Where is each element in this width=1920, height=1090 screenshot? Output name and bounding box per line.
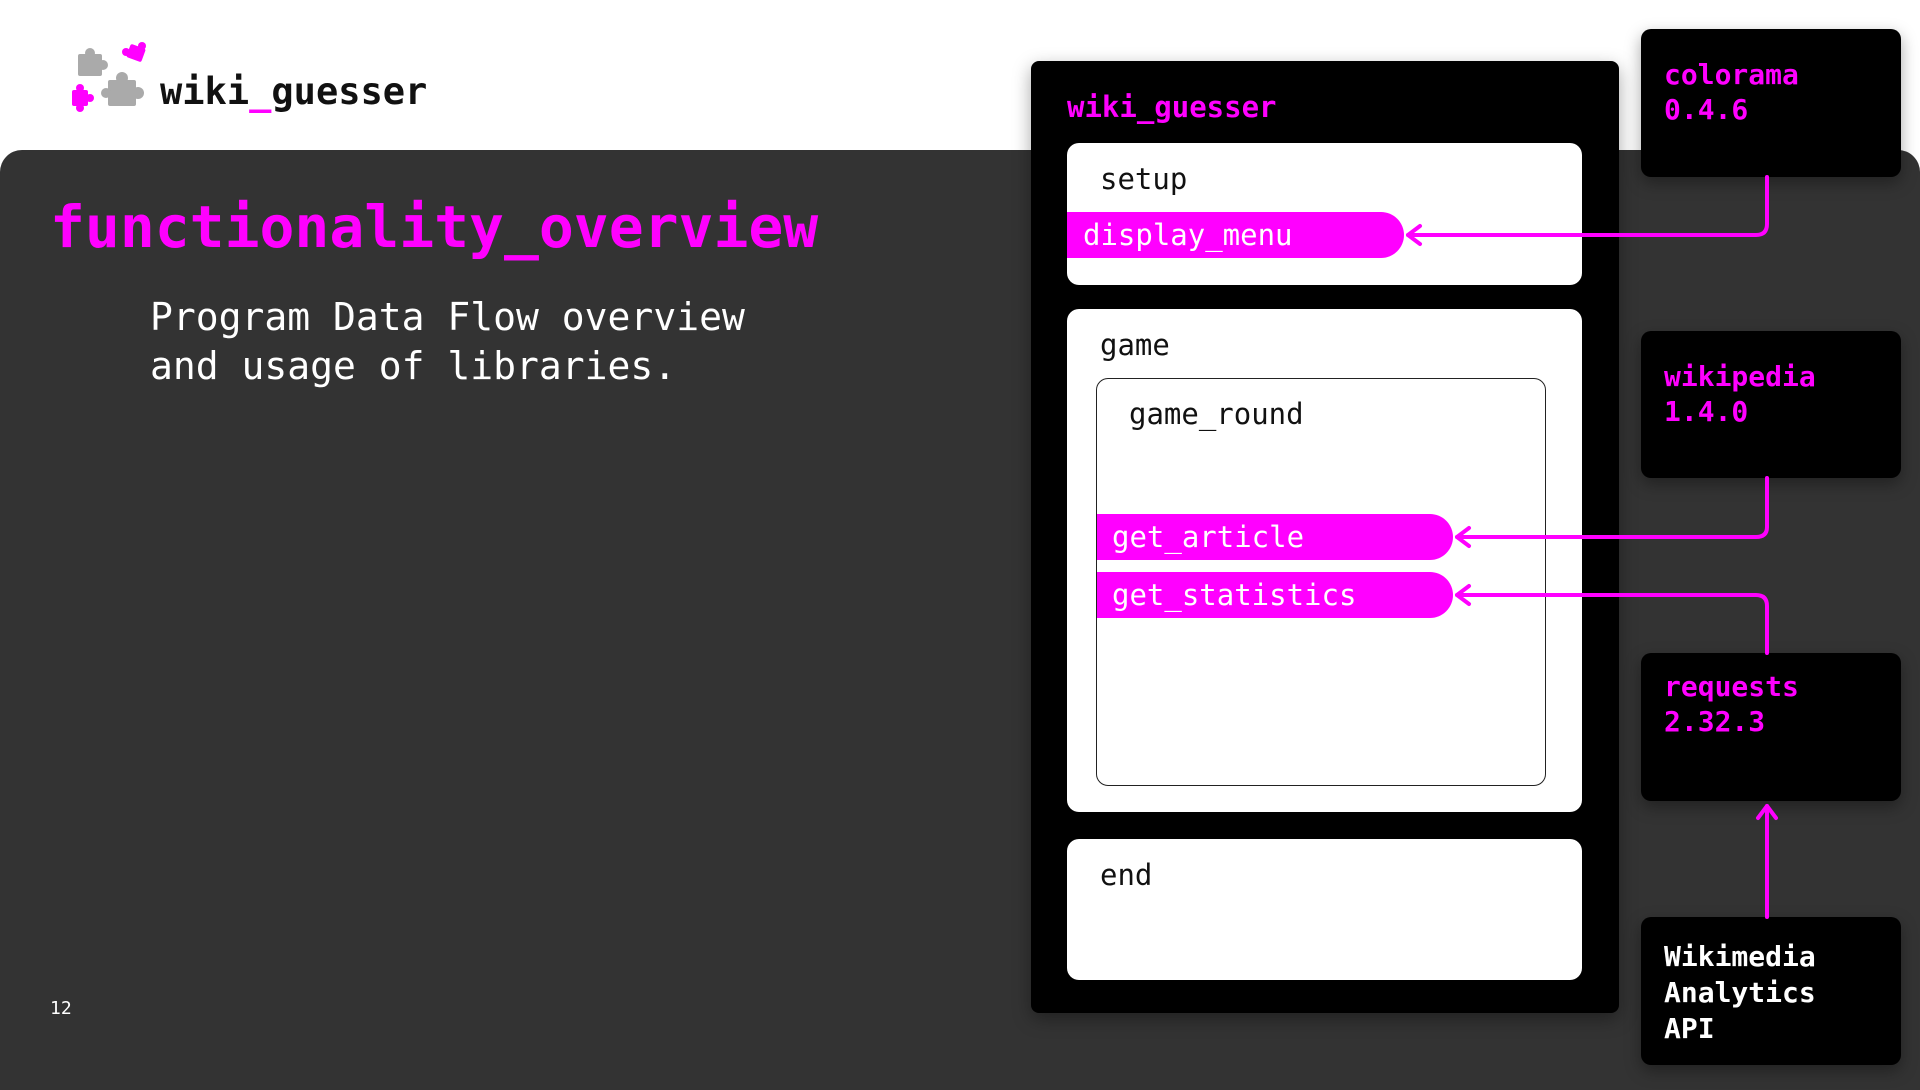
arrow-wikipedia-to-get-article	[1455, 476, 1769, 539]
slide-subtitle: Program Data Flow overview and usage of …	[150, 295, 745, 388]
display-menu-function: display_menu	[1067, 212, 1404, 258]
library-version: 2.32.3	[1664, 705, 1766, 738]
arrow-colorama-to-display-menu	[1406, 175, 1769, 237]
library-name: colorama	[1664, 58, 1799, 91]
puzzle-logo-icon	[72, 42, 146, 112]
library-colorama: colorama 0.4.6	[1641, 29, 1901, 177]
setup-label: setup	[1100, 162, 1188, 196]
library-name: wikipedia	[1664, 360, 1816, 393]
library-name: requests	[1664, 670, 1799, 703]
get-article-function: get_article	[1097, 514, 1453, 560]
end-label: end	[1100, 858, 1153, 892]
arrow-requests-to-get-statistics	[1455, 593, 1769, 655]
slide-title: functionality_overview	[50, 193, 819, 261]
wikimedia-api-box: Wikimedia Analytics API	[1641, 917, 1901, 1065]
library-wikipedia: wikipedia 1.4.0	[1641, 331, 1901, 478]
end-card	[1067, 839, 1582, 980]
library-version: 0.4.6	[1664, 93, 1749, 126]
brand-name: wiki_guesser	[160, 70, 428, 113]
page-number: 12	[50, 998, 72, 1019]
library-version: 1.4.0	[1664, 395, 1749, 428]
library-requests: requests 2.32.3	[1641, 653, 1901, 801]
game-round-label: game_round	[1129, 397, 1304, 431]
program-title: wiki_guesser	[1067, 90, 1277, 124]
game-label: game	[1100, 328, 1170, 362]
get-statistics-function: get_statistics	[1097, 572, 1453, 618]
api-label: Wikimedia Analytics API	[1664, 940, 1816, 1045]
